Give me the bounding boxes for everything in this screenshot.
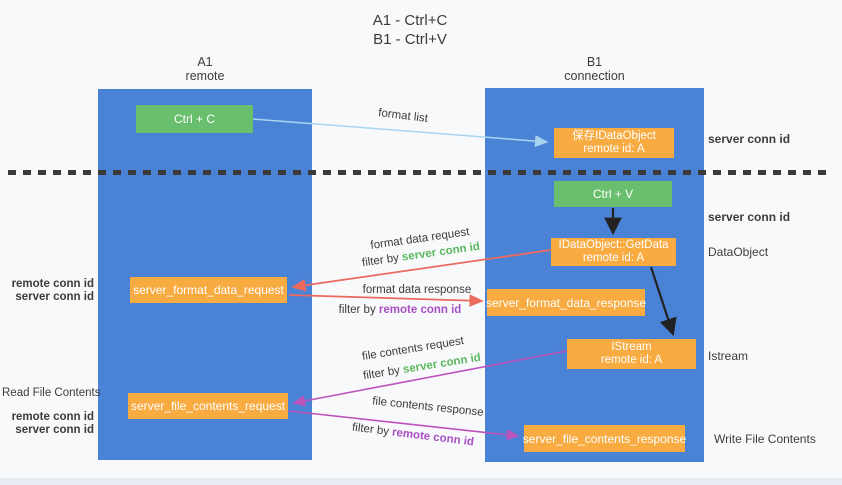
filter-by-text: filter by (361, 251, 403, 270)
side-label-istream: Istream (708, 349, 749, 363)
edge-label-filter-remote-1: filter by remote conn id (335, 304, 465, 316)
side-label-dataobject: DataObject (708, 245, 769, 259)
lane-header-b1: B1 connection (485, 55, 704, 83)
node-istream-line1: IStream (611, 340, 652, 353)
node-save-idataobject: 保存IDataObject remote id: A (554, 128, 674, 158)
node-file-response-label: server_file_contents_response (522, 431, 687, 446)
lane-a1-role: remote (185, 69, 225, 83)
node-server-format-data-request: server_format_data_request (130, 277, 287, 303)
side-label-read-file-contents: Read File Contents (2, 387, 101, 399)
lane-a1-name: A1 (197, 55, 213, 69)
side-label-server-conn-id-mid: server conn id (708, 210, 791, 224)
side-label-server-conn-id-1: server conn id (15, 291, 94, 303)
node-ctrl-v-label: Ctrl + V (592, 187, 634, 201)
side-label-write-file-contents: Write File Contents (714, 432, 816, 446)
filter-by-text: filter by (351, 421, 393, 439)
filter-by-text: filter by (362, 364, 404, 383)
node-server-file-contents-response: server_file_contents_response (522, 425, 687, 452)
node-ctrl-v: Ctrl + V (554, 181, 672, 207)
remote-conn-id-text: remote conn id (378, 304, 462, 316)
server-conn-id-text: server conn id (402, 351, 482, 376)
session-divider-dotted-line (8, 170, 826, 175)
node-format-response-label: server_format_data_response (485, 295, 647, 310)
node-getdata-line2: remote id: A (582, 252, 645, 264)
edge-label-filter-remote-2: filter by remote conn id (348, 421, 478, 449)
node-idataobject-getdata: IDataObject::GetData remote id: A (551, 238, 676, 266)
node-server-file-contents-request: server_file_contents_request (128, 393, 288, 419)
node-istream-line2: remote id: A (600, 354, 663, 366)
node-server-format-data-response: server_format_data_response (485, 289, 647, 316)
node-getdata-line1: IDataObject::GetData (558, 238, 669, 251)
node-format-request-label: server_format_data_request (133, 283, 284, 297)
lane-header-a1: A1 remote (98, 55, 312, 83)
node-istream: IStream remote id: A (567, 339, 696, 369)
remote-conn-id-text: remote conn id (391, 426, 475, 449)
filter-by-text: filter by (338, 304, 379, 316)
node-file-request-label: server_file_contents_request (130, 399, 286, 413)
node-ctrl-c-label: Ctrl + C (173, 112, 215, 126)
edge-label-format-data-response: format data response (362, 284, 472, 296)
side-label-remote-conn-id-1: remote conn id (11, 278, 94, 290)
side-label-remote-conn-id-2: remote conn id (11, 411, 94, 423)
side-label-server-conn-id-2: server conn id (15, 424, 94, 436)
footer-band (0, 478, 842, 485)
node-ctrl-c: Ctrl + C (136, 105, 253, 133)
title-line-2: B1 - Ctrl+V (373, 31, 447, 48)
lane-b1-name: B1 (586, 55, 603, 69)
edge-label-file-contents-response: file contents response (371, 395, 485, 419)
side-label-server-conn-id-top: server conn id (708, 132, 791, 146)
lane-b1-role: connection (564, 69, 625, 83)
diagram-title: A1 - Ctrl+C B1 - Ctrl+V (300, 11, 520, 49)
node-save-idataobject-line1: 保存IDataObject (572, 129, 656, 142)
title-line-1: A1 - Ctrl+C (372, 12, 448, 29)
edge-label-format-list: format list (377, 107, 429, 125)
node-save-idataobject-line2: remote id: A (583, 143, 645, 155)
